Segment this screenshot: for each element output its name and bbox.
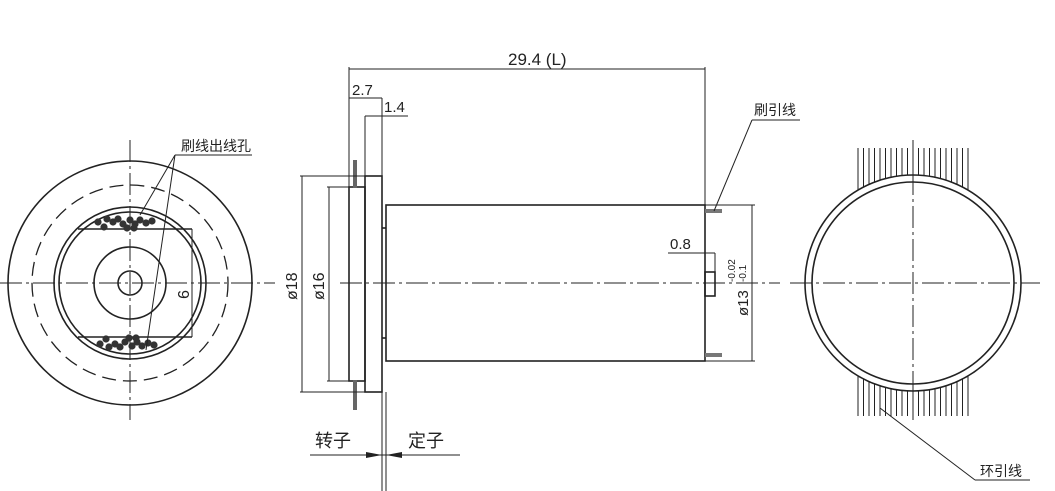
dim-flat-width: 9 bbox=[174, 290, 191, 299]
dim-flange-width: 2.7 bbox=[352, 82, 373, 99]
wire-hole bbox=[105, 343, 113, 351]
label-ring-lead: 环引线 bbox=[980, 463, 1022, 479]
wire-hole bbox=[126, 216, 134, 224]
label-brush-lead: 刷引线 bbox=[754, 102, 796, 118]
end-view-right: 环引线 bbox=[790, 140, 1040, 481]
dim-length: 29.4 (L) bbox=[508, 50, 567, 69]
wire-hole bbox=[125, 334, 133, 342]
side-view: 29.4 (L) 2.7 1.4 ø18 ø16 0.8 ø13 -0.02 -… bbox=[284, 50, 800, 491]
label-brush-wire-holes: 刷线出线孔 bbox=[181, 138, 251, 154]
wire-hole bbox=[100, 223, 108, 231]
wire-hole bbox=[132, 334, 140, 342]
wire-hole bbox=[138, 342, 146, 350]
label-rotor: 转子 bbox=[315, 431, 351, 451]
dim-step: 1.4 bbox=[384, 99, 405, 116]
label-stator: 定子 bbox=[408, 431, 444, 451]
wire-hole bbox=[94, 218, 102, 226]
wire-hole bbox=[142, 219, 150, 227]
dim-body-tol-lower: -0.1 bbox=[738, 264, 749, 282]
dim-shaft-step: 0.8 bbox=[670, 236, 691, 253]
wire-hole bbox=[144, 339, 152, 347]
wire-hole bbox=[96, 340, 104, 348]
dim-body-diameter: ø13 bbox=[735, 290, 752, 316]
wire-hole bbox=[150, 341, 158, 349]
wire-hole bbox=[102, 335, 110, 343]
wire-hole bbox=[103, 215, 111, 223]
dim-flange-diameter: ø16 bbox=[311, 272, 328, 300]
wire-hole bbox=[136, 216, 144, 224]
wire-hole bbox=[128, 342, 136, 350]
dim-body-tol-upper: -0.02 bbox=[727, 259, 738, 282]
end-view-left: 9 刷线出线孔 bbox=[0, 138, 275, 420]
wire-hole bbox=[114, 215, 122, 223]
wire-hole bbox=[123, 224, 131, 232]
wire-hole bbox=[130, 224, 138, 232]
dim-outer-diameter: ø18 bbox=[284, 272, 301, 300]
wire-hole bbox=[116, 343, 124, 351]
wire-hole bbox=[148, 217, 156, 225]
